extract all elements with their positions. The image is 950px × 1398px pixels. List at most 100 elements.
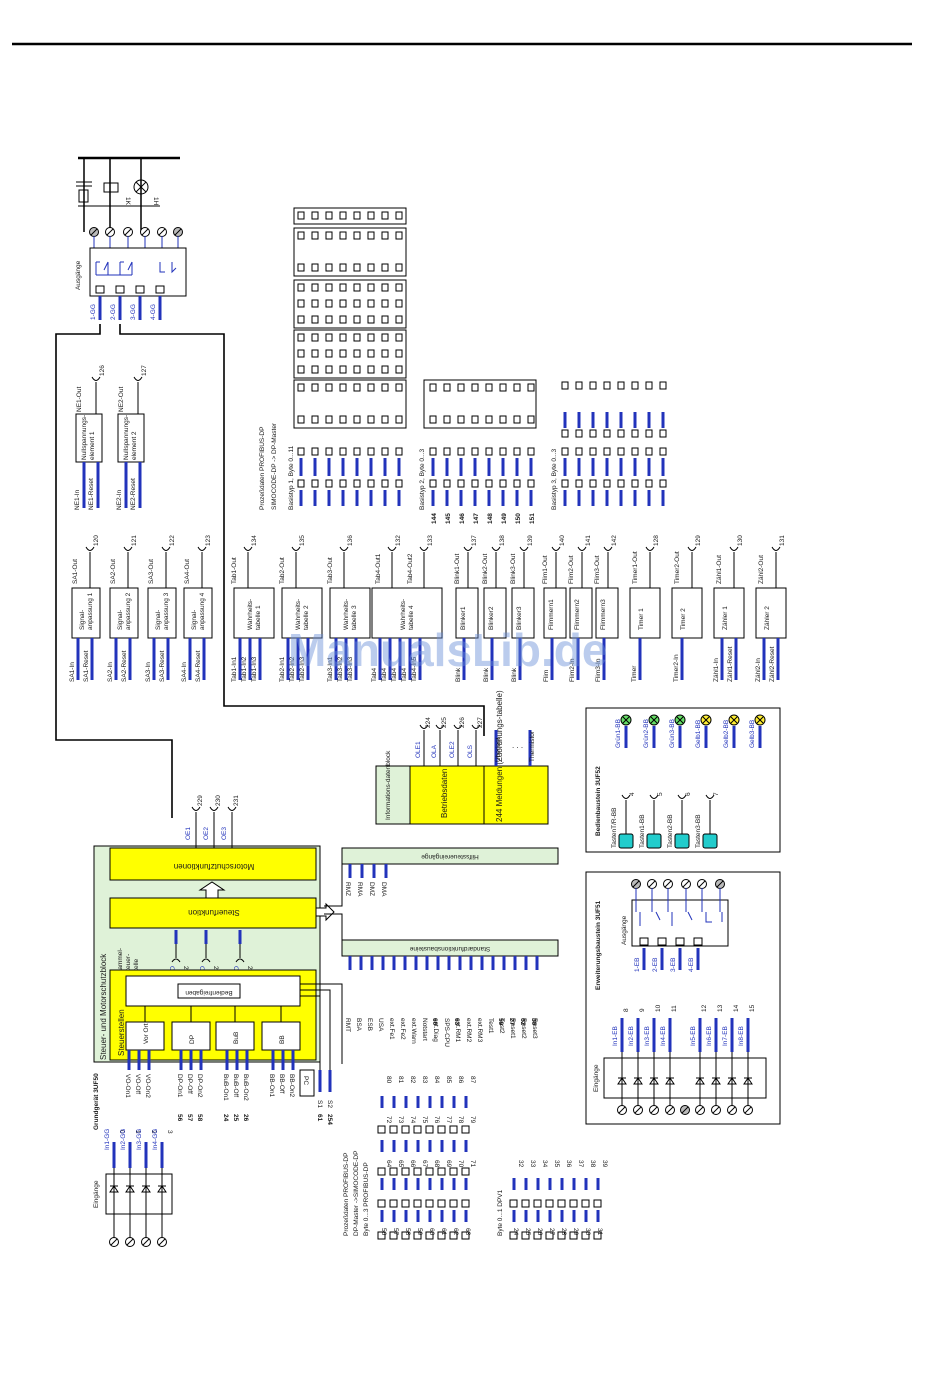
sa-in-pin-4a <box>188 638 192 680</box>
flim-out-2-terminal <box>577 546 587 551</box>
basistyp-bit <box>471 479 479 488</box>
basistyp1-bit <box>325 299 333 308</box>
pb-in-byte2-pin <box>380 1140 384 1152</box>
eb-in-screw-8-slot <box>744 1106 752 1114</box>
wahrheitstabelle-2-label-line: Wahrheits- <box>295 599 302 630</box>
basistyp3-bit <box>631 429 639 438</box>
info-out-num-1: 224 <box>425 717 432 728</box>
basistyp1-frame-5 <box>293 379 407 429</box>
signal-anpassung-1 <box>71 587 101 639</box>
steuerstellen-label: Steuerstellen <box>117 1009 126 1056</box>
basistyp1-bit <box>353 263 361 272</box>
pb-in-byte0-bit <box>389 1231 398 1240</box>
pb-in-byte3-pin <box>428 1096 432 1108</box>
eb-out-pin-2 <box>660 948 664 970</box>
tab-out-num-2: 135 <box>299 535 306 546</box>
pb-in-byte0-num: 58 <box>404 1228 411 1236</box>
timer-in-label-2: Timer2-In <box>673 654 680 682</box>
eb-in-label-2: In2-EB <box>628 1026 635 1046</box>
std-pin-3 <box>370 956 374 970</box>
pb-in-byte2-num: 77 <box>445 1116 452 1124</box>
bb-taste-label-1: TastenT/R-BB <box>611 808 618 848</box>
zaehler-1-label-line: Zähler 1 <box>722 606 729 630</box>
basistyp-pin <box>605 490 609 506</box>
basistyp-bit <box>659 447 667 456</box>
zaehl-in-pin-1a <box>720 638 724 680</box>
zaehl-in-label-2a: Zähl2-In <box>755 658 762 682</box>
zaehl-out-2-terminal <box>771 546 781 551</box>
std-num-2: 63 <box>453 1018 460 1026</box>
basistyp-bit <box>353 479 361 488</box>
basistyp1-bit <box>353 349 361 358</box>
std-pin-12 <box>469 956 473 970</box>
dpv1-byte0-pin <box>536 1210 540 1222</box>
pb-in-byte2-bit <box>377 1167 386 1176</box>
ss-in-label-2: VO-Off <box>134 1074 141 1094</box>
basistyp-pin <box>459 490 463 506</box>
gg-out-label-2: 2-GG <box>110 304 117 320</box>
pb-in-byte1-pin <box>416 1178 420 1190</box>
load-1k: 1K <box>124 197 131 206</box>
bb-lamp-pin-2 <box>652 726 656 748</box>
pb-in-byte1-num: 68 <box>433 1160 440 1168</box>
eb-in-num-1: 8 <box>623 1008 630 1012</box>
basistyp1-frame-2 <box>293 227 407 277</box>
pb-in-byte3-bit <box>413 1125 422 1134</box>
ss-in-label-6: DP-On2 <box>196 1074 203 1098</box>
signal-anpassung-2-label-line: Signal- <box>117 610 124 630</box>
pb-in-byte0-num: 59 <box>416 1228 423 1236</box>
motorschutzfunktionen-block <box>109 847 317 881</box>
bb-taste-4 <box>702 833 718 849</box>
eb-in-label-7: In7-EB <box>722 1026 729 1046</box>
pb-in-byte2-num: 79 <box>469 1116 476 1124</box>
basistyp1-frame-4 <box>293 329 407 379</box>
basistyp1-bit <box>367 333 375 342</box>
flim-out-label-1: Flim1-Out <box>542 555 549 584</box>
basistyp-bit <box>311 479 319 488</box>
std-label-8: Notstart <box>421 1018 428 1041</box>
zaehler-2 <box>755 587 787 639</box>
basistyp-pin <box>431 458 435 476</box>
basistyp-bit <box>499 447 507 456</box>
oe-label-2: OE2 <box>203 827 210 840</box>
basistyp2-bit <box>429 415 437 424</box>
basistyp1-bit <box>311 283 319 292</box>
basistyp2-bit <box>485 383 493 392</box>
basistyp3-bit <box>589 429 597 438</box>
basistyp-bit <box>527 479 535 488</box>
pb-in-byte2-num: 73 <box>397 1116 404 1124</box>
on-pin-1 <box>174 930 178 944</box>
bb-taste-2 <box>646 833 662 849</box>
hilfs-label-4: DMA <box>380 882 387 897</box>
pb-in-byte3-num: 82 <box>409 1076 416 1084</box>
basistyp1-bit <box>339 315 347 324</box>
signal-anpassung-4-label-line: Signal- <box>191 610 198 630</box>
basistyp3-pin <box>647 412 651 428</box>
gg-in-screw-3-slot <box>142 1238 150 1246</box>
sa-out-num-2: 121 <box>131 535 138 546</box>
basistyp-bit <box>603 479 611 488</box>
dpv1-byte0-pin <box>572 1210 576 1222</box>
flimmern-1-label: Flimmern1 <box>548 599 555 630</box>
eb-in-num-5: 12 <box>701 1004 708 1012</box>
dpv1-byte0-bit <box>569 1231 578 1240</box>
dpv1-byte1-bit <box>533 1199 542 1208</box>
pb-in-byte2-num: 78 <box>457 1116 464 1124</box>
basistyp3-pin <box>591 412 595 428</box>
sa-in-label-4b: SA4-Reset <box>195 650 202 682</box>
tab-in-pin-14 <box>418 638 422 680</box>
dpv1-byte0-bit <box>521 1231 530 1240</box>
basistyp1-bit <box>297 299 305 308</box>
ss-in-pin-8 <box>235 1050 239 1070</box>
pb-in-header-3: Byte 0...3 PROFIBUS-DP <box>363 1162 370 1236</box>
pb-in-byte0-num: 60 <box>428 1228 435 1236</box>
basistyp-pin <box>383 490 387 506</box>
flimmern-2-label: Flimmern2 <box>574 599 581 630</box>
basistyp3-bit <box>659 381 667 390</box>
pb-in-byte0-pin <box>380 1210 384 1222</box>
basistyp-pin <box>487 490 491 506</box>
ss-in-pin-1 <box>127 1050 131 1070</box>
timer-1-label: Timer 1 <box>638 608 645 630</box>
pb-in-byte0-bit <box>449 1231 458 1240</box>
